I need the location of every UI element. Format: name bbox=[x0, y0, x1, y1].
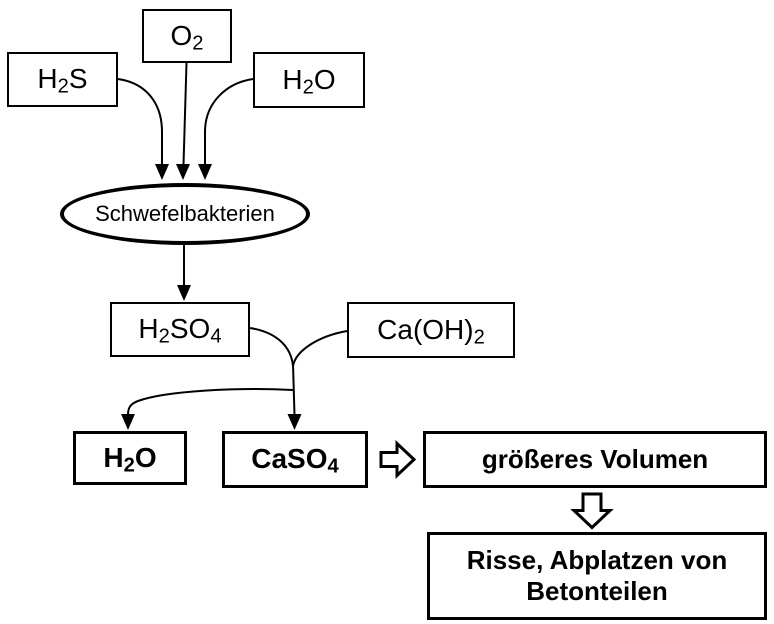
node-o2: O2 bbox=[142, 9, 232, 63]
node-caso4: CaSO4 bbox=[222, 431, 368, 488]
block-arrow-down-icon bbox=[570, 492, 614, 530]
arrowhead-into-caso4 bbox=[287, 414, 302, 430]
arrowhead-into-h2o bbox=[121, 414, 135, 430]
arrowhead-into-bacteria-right bbox=[198, 164, 212, 180]
node-risse-line1: Risse, Abplatzen von bbox=[466, 545, 728, 576]
edge-h2so4-to-junction bbox=[249, 327, 294, 367]
node-groesseres-volumen-label: größeres Volumen bbox=[481, 444, 709, 475]
node-h2so4: H2SO4 bbox=[110, 302, 250, 357]
node-h2so4-label: H2SO4 bbox=[138, 313, 222, 348]
node-schwefelbakterien: Schwefelbakterien bbox=[60, 183, 310, 245]
node-h2s-label: H2S bbox=[37, 63, 88, 98]
arrowhead-into-h2so4 bbox=[177, 285, 191, 301]
node-caoh2: Ca(OH)2 bbox=[347, 302, 515, 358]
node-risse-abplatzen: Risse, Abplatzen von Betonteilen bbox=[427, 532, 767, 620]
edge-h2s-to-bacteria bbox=[117, 78, 163, 165]
node-h2o-input-label: H2O bbox=[282, 63, 336, 99]
node-h2s: H2S bbox=[7, 52, 118, 107]
node-h2o-output: H2O bbox=[73, 431, 187, 485]
node-caoh2-label: Ca(OH)2 bbox=[377, 313, 485, 349]
node-groesseres-volumen: größeres Volumen bbox=[423, 431, 767, 488]
node-h2o-input: H2O bbox=[253, 52, 365, 108]
arrowhead-into-bacteria-left bbox=[155, 164, 169, 180]
node-h2o-output-label: H2O bbox=[103, 441, 157, 477]
edge-h2o-to-bacteria bbox=[204, 78, 254, 165]
block-arrow-right-icon bbox=[379, 440, 417, 479]
node-schwefelbakterien-label: Schwefelbakterien bbox=[95, 200, 275, 226]
edge-junction-to-h2o bbox=[127, 388, 294, 416]
node-risse-line2: Betonteilen bbox=[526, 576, 668, 606]
edge-caoh2-to-junction bbox=[292, 330, 348, 367]
edge-o2-to-bacteria bbox=[182, 62, 188, 166]
node-caso4-label: CaSO4 bbox=[251, 443, 339, 478]
node-o2-label: O2 bbox=[170, 19, 204, 55]
arrowhead-into-bacteria-mid bbox=[176, 164, 190, 180]
edge-junction-to-caso4 bbox=[292, 363, 296, 416]
